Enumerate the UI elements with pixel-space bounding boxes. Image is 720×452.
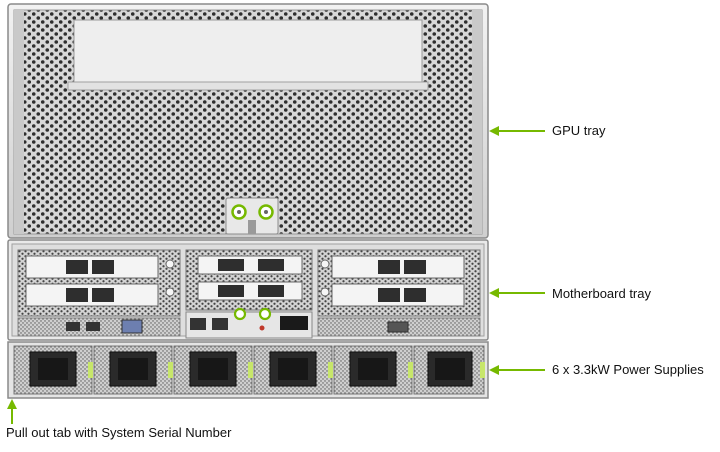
power-supply-3[interactable] <box>173 345 253 395</box>
center-io-module <box>185 249 313 311</box>
pull-out-tab-label: Pull out tab with System Serial Number <box>6 425 232 440</box>
bottom-io-strip <box>17 307 481 339</box>
power-supply-6[interactable] <box>413 345 485 395</box>
callout-arrows <box>7 126 545 424</box>
gpu-tray-arrow <box>489 126 545 136</box>
gpu-tray-latch[interactable] <box>225 197 279 235</box>
right-io-module <box>317 249 481 317</box>
power-supply-5[interactable] <box>333 345 413 395</box>
power-supply-2[interactable] <box>93 345 173 395</box>
pull-out-tab-arrow <box>7 399 17 424</box>
gpu-tray <box>7 3 489 239</box>
power-supply-bay <box>7 341 489 399</box>
power-supply-4[interactable] <box>253 345 333 395</box>
motherboard-tray <box>7 239 489 341</box>
power-supplies-label: 6 x 3.3kW Power Supplies <box>552 362 704 377</box>
power-supply-1[interactable] <box>13 345 93 395</box>
power-supplies-arrow <box>489 365 545 375</box>
motherboard-tray-label: Motherboard tray <box>552 286 651 301</box>
left-io-module <box>17 249 181 317</box>
motherboard-tray-arrow <box>489 288 545 298</box>
gpu-tray-label: GPU tray <box>552 123 606 138</box>
